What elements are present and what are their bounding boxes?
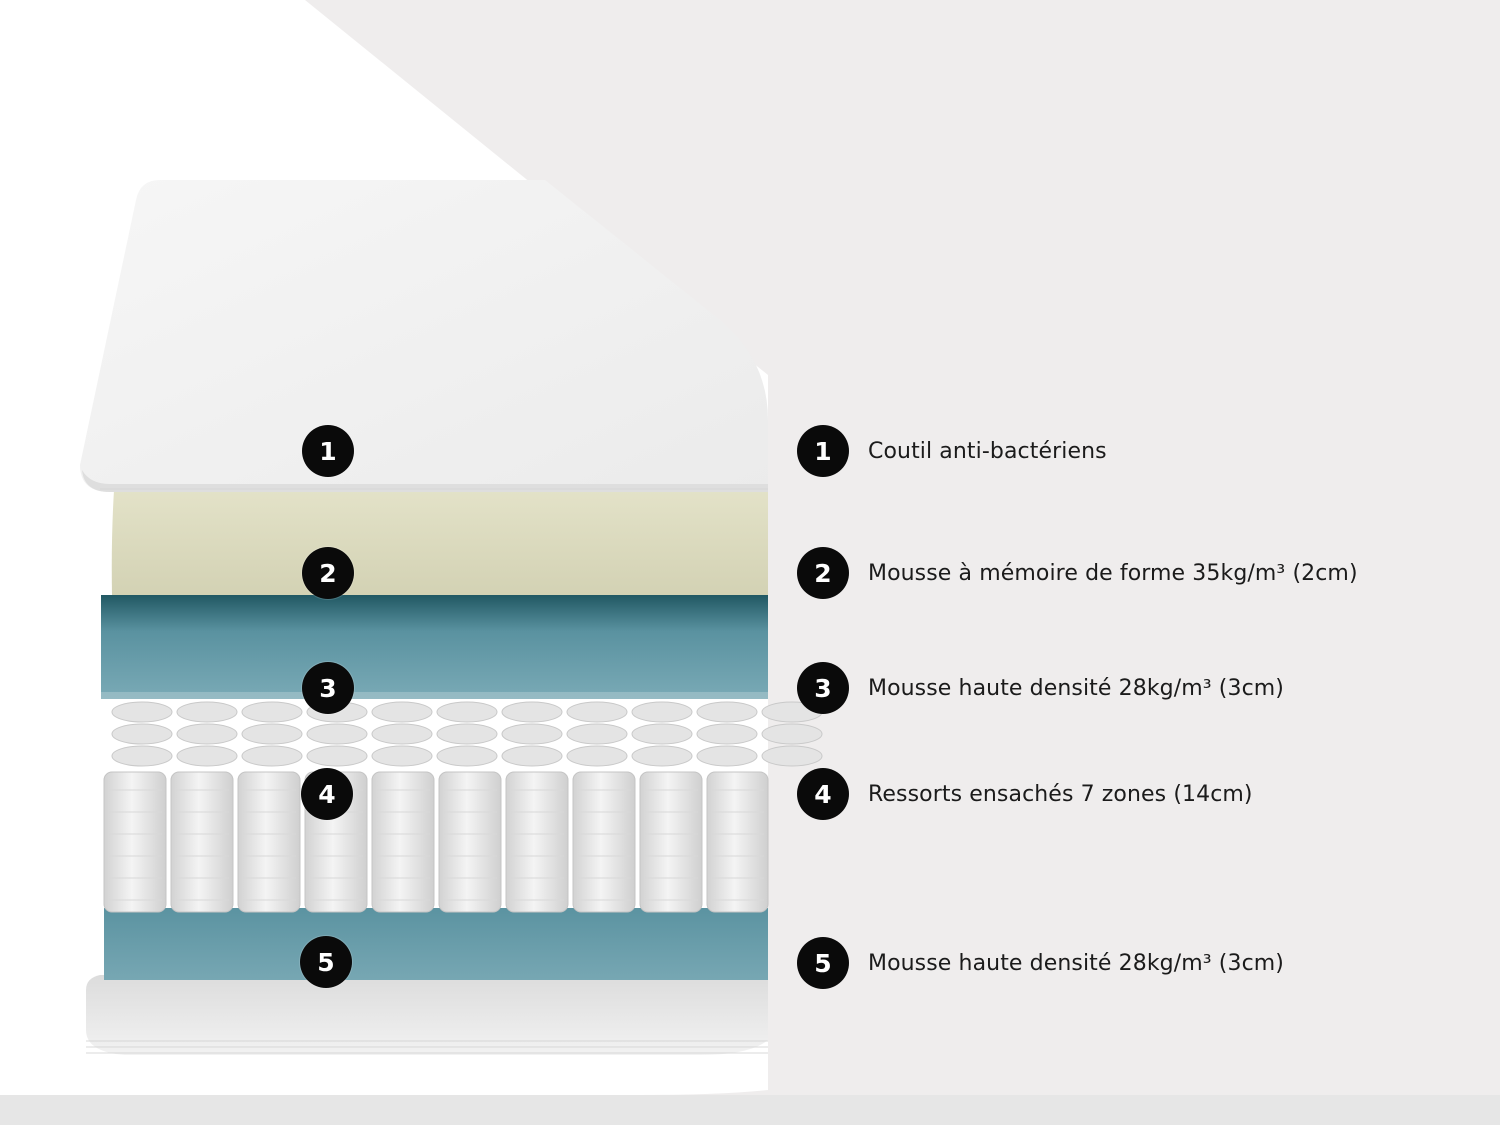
spring-column [639,771,703,913]
spring-coil-back [436,745,498,767]
layer-1-badge: 1 [302,425,354,477]
spring-coil-back [306,745,368,767]
middle-foam-edge [101,692,768,699]
bottom-foam-layer [104,908,768,980]
spring-column [706,771,769,913]
legend-label: Mousse à mémoire de forme 35kg/m³ (2cm) [868,560,1358,586]
spring-coil-back [566,745,628,767]
spring-coil-back [761,723,823,745]
layer-3-badge: 3 [302,662,354,714]
legend-item-2: 2 Mousse à mémoire de forme 35kg/m³ (2cm… [797,547,1358,599]
spring-coil-back [761,745,823,767]
legend-badge: 3 [797,662,849,714]
layer-5-badge: 5 [300,936,352,988]
middle-foam-layer [101,595,768,699]
spring-coil-back [241,723,303,745]
legend-label: Ressorts ensachés 7 zones (14cm) [868,781,1253,807]
legend-badge: 2 [797,547,849,599]
spring-coil-back [176,723,238,745]
spring-coil-back [371,745,433,767]
spring-coil-back [241,745,303,767]
legend-label: Mousse haute densité 28kg/m³ (3cm) [868,675,1284,701]
spring-coil-back [176,701,238,723]
legend-item-4: 4 Ressorts ensachés 7 zones (14cm) [797,768,1253,820]
legend-badge: 1 [797,425,849,477]
spring-column [572,771,636,913]
spring-coil-back [501,723,563,745]
spring-coil-back [566,723,628,745]
spring-coil-back [501,701,563,723]
spring-column [103,771,167,913]
legend-label: Mousse haute densité 28kg/m³ (3cm) [868,950,1284,976]
spring-column [438,771,502,913]
legend-badge: 5 [797,937,849,989]
spring-coil-back [176,745,238,767]
spring-coil-back [371,701,433,723]
spring-coil-back [436,723,498,745]
layer-2-badge: 2 [302,547,354,599]
top-cover-knit [100,484,768,494]
bottom-cover-knit [86,1040,768,1055]
legend-label: Coutil anti-bactériens [868,438,1107,464]
springs-layer [103,701,823,913]
legend-item-3: 3 Mousse haute densité 28kg/m³ (3cm) [797,662,1284,714]
top-cover [80,180,768,492]
spring-column [505,771,569,913]
spring-coil-back [631,745,693,767]
spring-coil-back [696,745,758,767]
spring-coil-back [631,701,693,723]
spring-coil-back [501,745,563,767]
spring-coil-back [631,723,693,745]
spring-coil-back [241,701,303,723]
legend-item-1: 1 Coutil anti-bactériens [797,425,1107,477]
memory-foam-layer [111,490,768,595]
spring-coil-back [436,701,498,723]
spring-column [170,771,234,913]
legend-badge: 4 [797,768,849,820]
spring-coil-back [111,701,173,723]
spring-coil-back [111,745,173,767]
spring-coil-back [696,701,758,723]
spring-coil-back [696,723,758,745]
spring-column [237,771,301,913]
spring-coil-back [371,723,433,745]
spring-coil-back [306,723,368,745]
spring-column [371,771,435,913]
spring-coil-back [111,723,173,745]
bottom-cover [86,975,768,1055]
spring-coil-back [566,701,628,723]
layer-4-badge: 4 [301,768,353,820]
floor-strip [0,1095,1500,1125]
legend-item-5: 5 Mousse haute densité 28kg/m³ (3cm) [797,937,1284,989]
